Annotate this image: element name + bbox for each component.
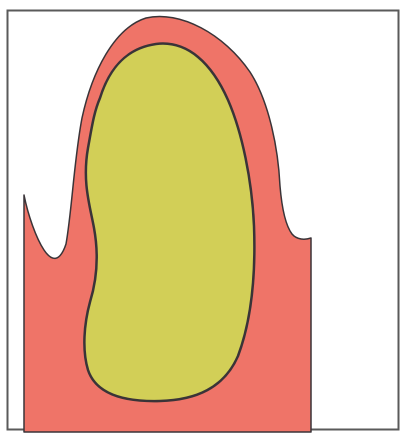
- diagram-frame: [0, 0, 409, 434]
- cross-section-diagram: [0, 0, 409, 434]
